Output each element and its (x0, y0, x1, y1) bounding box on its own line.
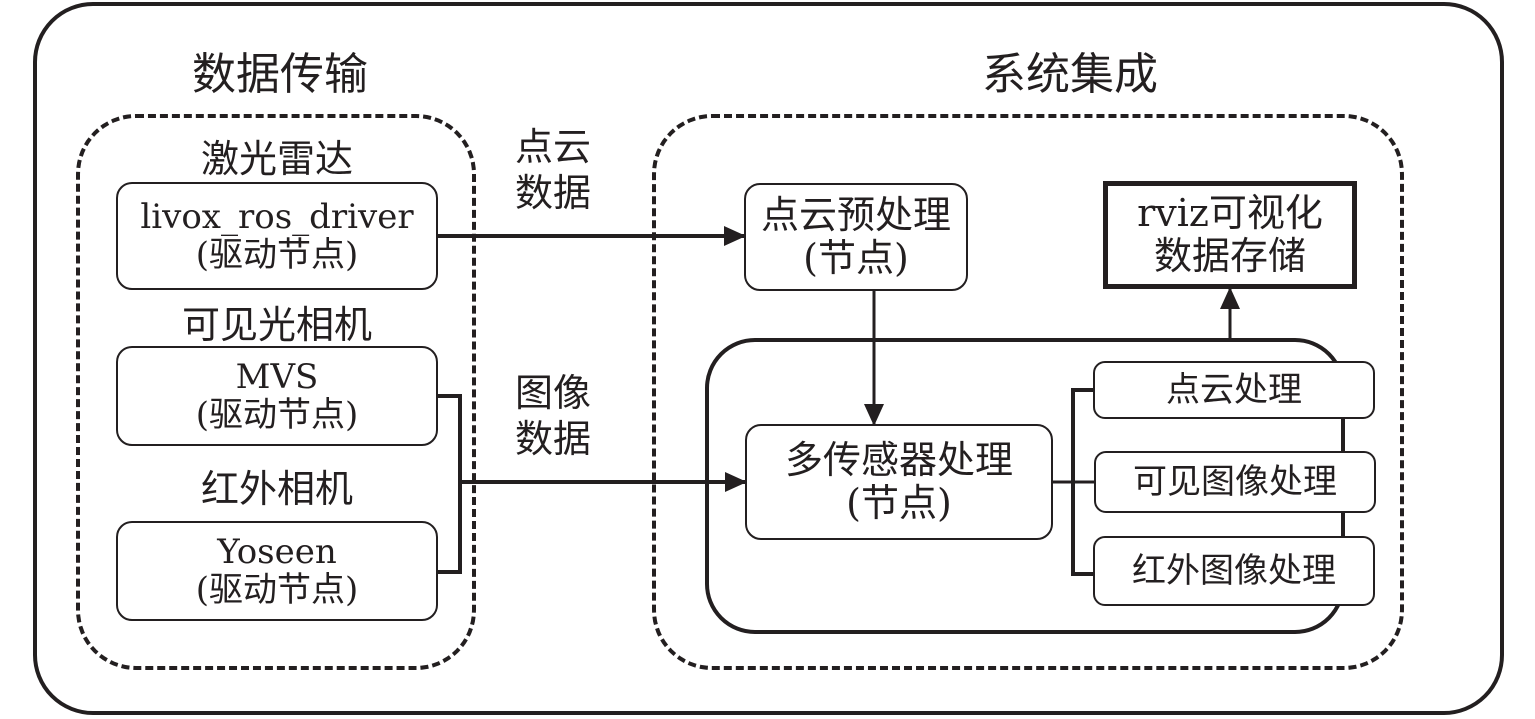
edge-label-line: 图像 (515, 371, 592, 415)
data-transfer-group (76, 114, 476, 670)
subtask-infrared-image-processing: 红外图像处理 (1093, 536, 1375, 606)
preprocess-node-title: 点云预处理 (760, 193, 951, 238)
edge-label-point-cloud-data: 点云 数据 (515, 124, 591, 217)
edge-camera-bracket (438, 394, 462, 574)
system-integration-group (652, 114, 1404, 670)
preprocess-node-role: (节点) (803, 236, 909, 280)
group-label-visible-camera: 可见光相机 (181, 303, 372, 347)
edge-label-image-data: 图像 数据 (515, 370, 591, 463)
subtask-label: 可见图像处理 (1133, 461, 1337, 502)
multi-sensor-processing-node: 多传感器处理 (节点) (745, 424, 1053, 540)
subtask-point-cloud-processing: 点云处理 (1093, 361, 1375, 419)
subtask-label: 红外图像处理 (1132, 550, 1336, 591)
edge-label-line: 数据 (515, 417, 592, 462)
lidar-driver-role: (驱动节点) (195, 235, 359, 275)
multi-sensor-node-title: 多传感器处理 (784, 438, 1013, 483)
lidar-driver-name: livox_ros_driver (140, 196, 414, 237)
output-line-rviz: rviz可视化 (1137, 191, 1323, 236)
subtask-visible-image-processing: 可见图像处理 (1094, 451, 1376, 513)
section-title-system-integration: 系统集成 (982, 49, 1158, 100)
subtask-label: 点云处理 (1166, 369, 1302, 410)
visible-camera-driver-node: MVS (驱动节点) (116, 346, 438, 446)
section-title-data-transfer: 数据传输 (192, 49, 368, 100)
point-cloud-preprocess-node: 点云预处理 (节点) (744, 183, 968, 291)
lidar-driver-node: livox_ros_driver (驱动节点) (116, 182, 438, 290)
edge-label-line: 数据 (515, 171, 592, 216)
output-line-storage: 数据存储 (1153, 234, 1306, 278)
diagram-frame (33, 2, 1504, 715)
multi-sensor-node-role: (节点) (846, 481, 952, 525)
group-label-lidar: 激光雷达 (200, 137, 353, 181)
infrared-camera-driver-name: Yoseen (217, 531, 337, 572)
visualization-storage-box: rviz可视化 数据存储 (1103, 181, 1357, 289)
visible-camera-driver-role: (驱动节点) (195, 395, 359, 435)
infrared-camera-driver-node: Yoseen (驱动节点) (116, 521, 438, 621)
group-label-infrared-camera: 红外相机 (200, 467, 353, 511)
visible-camera-driver-name: MVS (235, 356, 319, 397)
infrared-camera-driver-role: (驱动节点) (195, 570, 359, 610)
edge-label-line: 点云 (515, 125, 592, 169)
